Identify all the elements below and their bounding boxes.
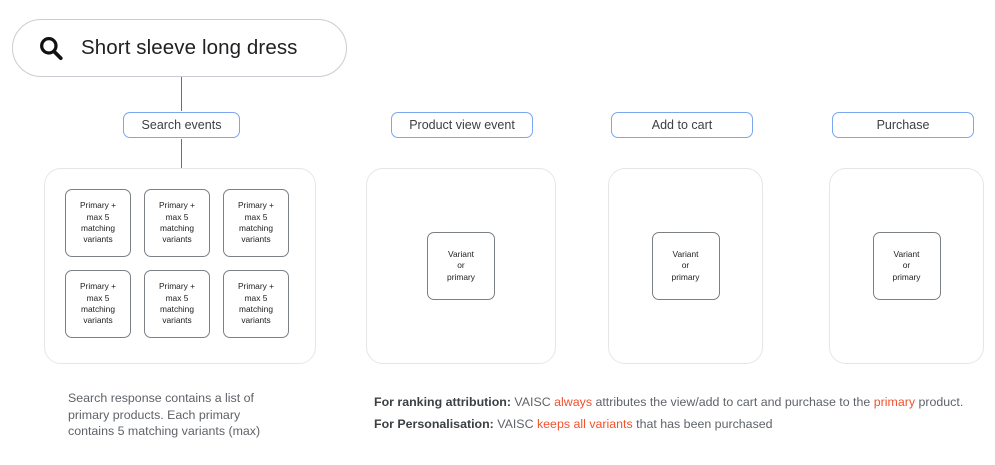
panel-search-events: Primary + max 5 matching variants Primar…	[44, 168, 316, 364]
annotation-label: For ranking attribution:	[374, 395, 511, 409]
variant-card: Primary + max 5 matching variants	[223, 189, 289, 257]
panel-product-view-event: Variant or primary	[366, 168, 556, 364]
annotation-text: VAISC	[493, 417, 537, 431]
variant-or-primary-card: Variant or primary	[872, 232, 941, 300]
variant-or-primary-card: Variant or primary	[651, 232, 720, 300]
event-label-search-events[interactable]: Search events	[123, 112, 240, 138]
annotations-block: For ranking attribution: VAISC always at…	[374, 391, 986, 435]
connector-line-bottom	[181, 139, 183, 171]
annotation-text: product.	[915, 395, 964, 409]
caption-search-response: Search response contains a list of prima…	[68, 391, 261, 439]
annotation-personalisation: For Personalisation: VAISC keeps all var…	[374, 413, 986, 435]
annotation-text: attributes the view/add to cart and purc…	[592, 395, 874, 409]
event-label-product-view-event[interactable]: Product view event	[391, 112, 533, 138]
search-icon	[40, 37, 63, 61]
annotation-highlight: primary	[873, 395, 916, 409]
variant-card: Primary + max 5 matching variants	[65, 270, 131, 338]
annotation-ranking-attribution: For ranking attribution: VAISC always at…	[374, 391, 986, 413]
connector-line-top	[181, 77, 183, 111]
variant-card: Primary + max 5 matching variants	[144, 270, 210, 338]
event-label-add-to-cart[interactable]: Add to cart	[611, 112, 753, 138]
variant-or-primary-card: Variant or primary	[427, 232, 495, 300]
annotation-text: that has been purchased	[632, 417, 773, 431]
variant-card-grid: Primary + max 5 matching variants Primar…	[65, 189, 289, 338]
panel-purchase: Variant or primary	[829, 168, 984, 364]
annotation-highlight: keeps all variants	[536, 417, 633, 431]
event-label-purchase[interactable]: Purchase	[832, 112, 974, 138]
annotation-label: For Personalisation:	[374, 417, 494, 431]
annotation-highlight: always	[554, 395, 593, 409]
variant-card: Primary + max 5 matching variants	[144, 189, 210, 257]
annotation-text: VAISC	[510, 395, 555, 409]
variant-card: Primary + max 5 matching variants	[223, 270, 289, 338]
variant-card: Primary + max 5 matching variants	[65, 189, 131, 257]
panel-add-to-cart: Variant or primary	[608, 168, 763, 364]
search-bar[interactable]: Short sleeve long dress	[12, 19, 347, 77]
search-query-text: Short sleeve long dress	[81, 36, 298, 59]
